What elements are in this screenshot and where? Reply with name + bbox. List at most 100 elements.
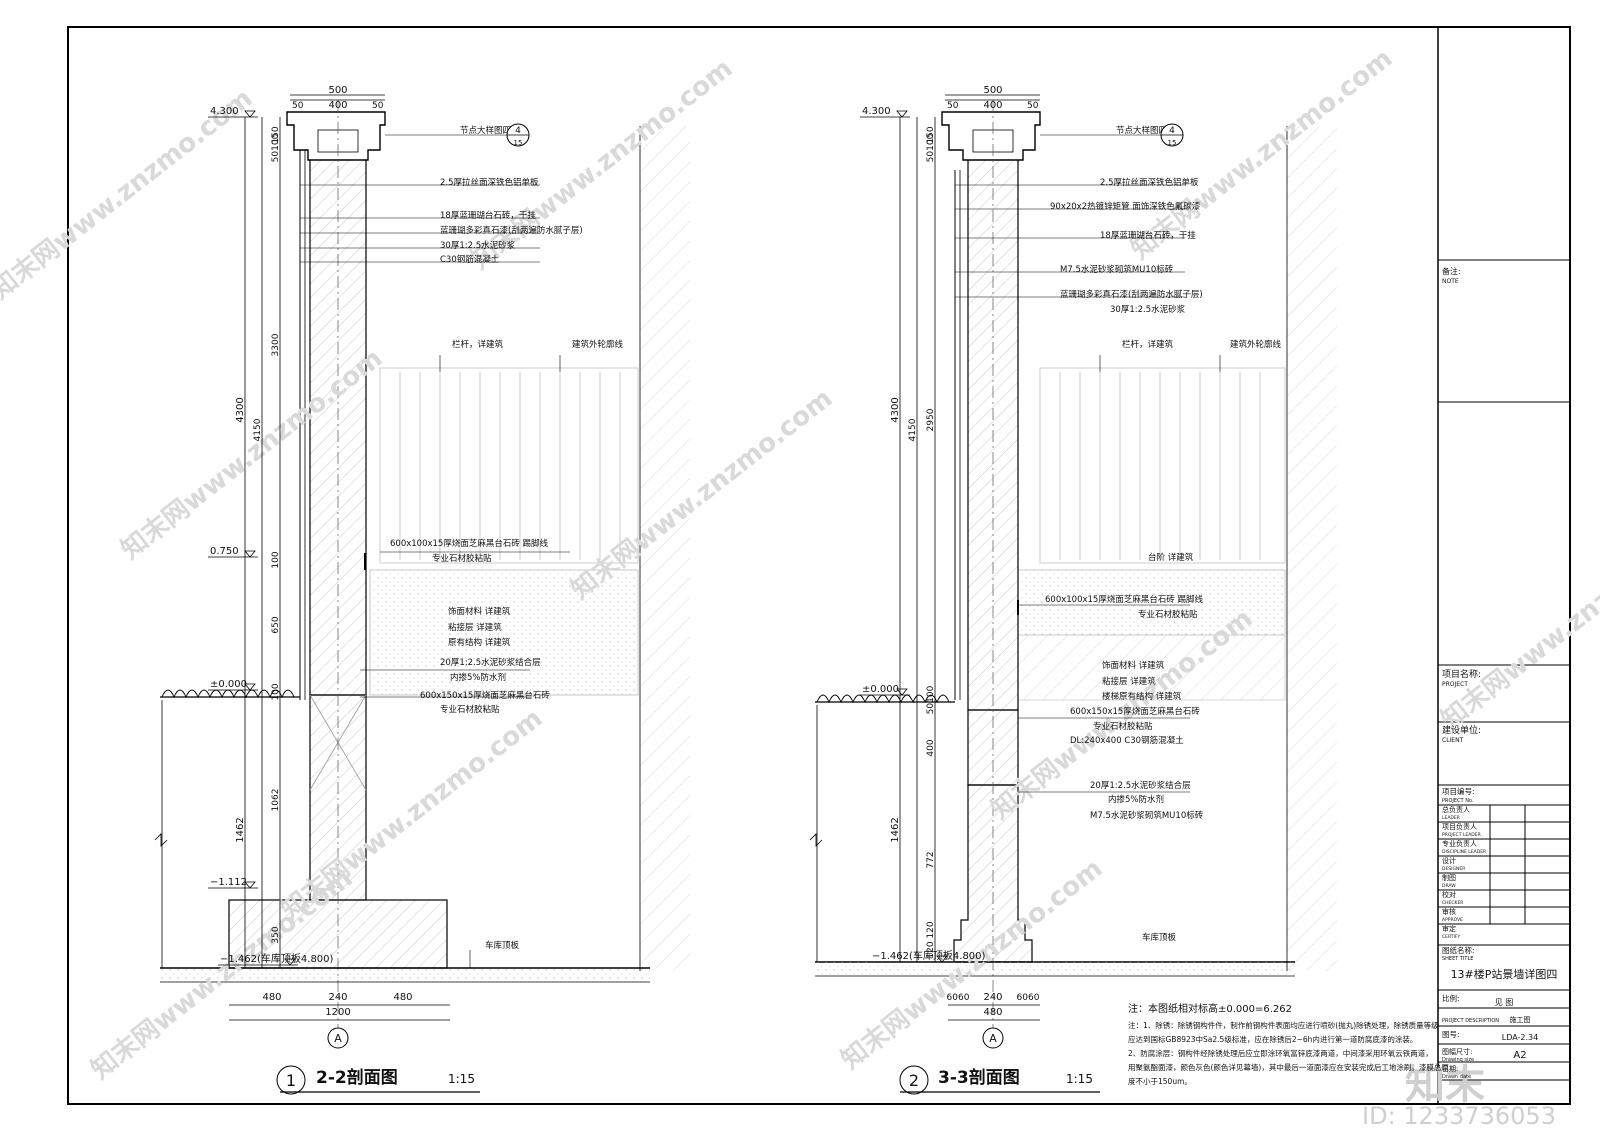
- tb-role: 审核: [1442, 907, 1456, 916]
- dim-text: 1462: [890, 817, 901, 842]
- annotation-text: 600x100x15厚烧面芝麻黑台石砖 踢脚线: [390, 538, 549, 549]
- section-title: 3-3剖面图: [938, 1067, 1020, 1088]
- annotation-text: 600x150x15厚烧面芝麻黑台石砖: [420, 690, 550, 701]
- annotation-text: 栏杆，详建筑: [452, 339, 504, 350]
- dim-text: 120: [926, 941, 936, 958]
- tb-role: 专业负责人: [1442, 839, 1477, 848]
- elevation-marker: [896, 688, 908, 696]
- title-index-circle: [899, 1065, 929, 1095]
- title-index-circle: [276, 1065, 306, 1095]
- tb-label: 备注:: [1442, 266, 1461, 276]
- title-index: 1: [286, 1071, 296, 1090]
- tb-role-en: DISCIPLINE LEADER: [1442, 849, 1486, 855]
- axis-bubble: [982, 1027, 1004, 1049]
- title-index: 2: [909, 1071, 919, 1090]
- dim-text: 4150: [253, 418, 263, 441]
- annotation-text: 蓝珊瑚多彩真石漆(刮两遍防水腻子层): [1060, 289, 1203, 300]
- dim-text: 650: [271, 616, 281, 633]
- sheet-border: [67, 26, 1571, 1105]
- tb-label-en: Drawing size: [1442, 1057, 1474, 1063]
- dim-text: 100: [271, 683, 281, 700]
- watermark-layer: 知末网www.znzmo.com知末网www.znzmo.com知末网www.z…: [0, 43, 1600, 1130]
- annotation-text: 车库顶板: [485, 940, 520, 951]
- dim-text: 50100: [926, 133, 936, 162]
- tb-value: A2: [1513, 1050, 1526, 1061]
- annotation-text: 内掺5%防水剂: [1108, 794, 1164, 805]
- annotation-text: 专业石材胶粘贴: [1093, 721, 1153, 732]
- dim-text: 240: [983, 992, 1002, 1003]
- tb-label-en: PROJECT No.: [1442, 798, 1474, 804]
- tb-role-en: APPROVE: [1442, 917, 1463, 923]
- dim-text: 4300: [235, 397, 246, 422]
- annotation-text: 台阶 详建筑: [1148, 552, 1194, 563]
- dim-text: 480: [393, 992, 412, 1003]
- tb-label: 建设单位:: [1442, 724, 1481, 736]
- dim-text: 50: [947, 101, 959, 111]
- annotation-text: 车库顶板: [1142, 932, 1177, 943]
- dim-text: 2950: [926, 408, 936, 431]
- tb-role-en: CERTIFY: [1442, 934, 1460, 940]
- dim-text: 100: [271, 551, 281, 568]
- tb-label-en: CLIENT: [1442, 737, 1464, 744]
- dim-text: 50100: [271, 133, 281, 162]
- dim-text: 1062: [271, 789, 281, 812]
- dim-text: 150: [271, 126, 281, 143]
- annotation-text: M7.5水泥砂浆砌筑MU10标砖: [1090, 810, 1204, 821]
- notes-line: 用聚氨酯面漆，颜色灰色(颜色详见幕墙)，其中最后一道面漆应在安装完成后工地涂刷。…: [1128, 1062, 1449, 1072]
- dim-text: 1462: [235, 817, 246, 842]
- section-scale: 1:15: [448, 1072, 475, 1086]
- annotation-text: 专业石材胶粘贴: [432, 553, 492, 564]
- elevation-label: −1.462(车库顶板4.800): [220, 952, 334, 965]
- dim-text: 6060: [947, 993, 970, 1003]
- tb-role-en: PROJECT LEADER: [1442, 832, 1481, 838]
- tb-label-en: PROJECT DESCRIPTION: [1442, 1018, 1499, 1024]
- dim-text: 772: [926, 851, 936, 868]
- dim-text: 4150: [908, 418, 918, 441]
- dim-text: 400: [983, 100, 1002, 111]
- annotation-text: 节点大样图四: [460, 125, 511, 136]
- annotation-text: 蓝珊瑚多彩真石漆(刮两遍防水腻子层): [440, 225, 583, 236]
- tb-role: 制图: [1442, 873, 1456, 882]
- elevation-label: ±0.000: [210, 679, 247, 690]
- annotation-text: 2.5厚拉丝面深铁色铝单板: [440, 177, 539, 188]
- dim-text: 500: [328, 85, 347, 96]
- annotation-text: 20厚1:2.5水泥砂浆结合层: [1090, 780, 1191, 791]
- tb-role: 项目负责人: [1442, 822, 1477, 831]
- elevation-marker: [244, 683, 256, 691]
- dim-text: 500: [983, 85, 1002, 96]
- elevation-label: 4.300: [862, 106, 891, 117]
- notes-line: 应达到国标GB8923中Sa2.5级标准，应在除锈后2~6h内进行第一道防腐底漆…: [1128, 1034, 1417, 1044]
- tb-value: 施工图: [1510, 1015, 1531, 1024]
- annotation-text: 18厚蓝珊瑚台石砖，干挂: [440, 210, 536, 221]
- dim-text: 400: [328, 100, 347, 111]
- axis-label: A: [334, 1032, 342, 1045]
- dim-text: 480: [262, 992, 281, 1003]
- notes-line: 2、防腐涂层：钢构件经除锈处理后应立即涂环氧富锌底漆两道，中间漆采用环氧云铁两道…: [1128, 1048, 1433, 1058]
- section-scale: 1:15: [1066, 1072, 1093, 1086]
- tb-label: 图号:: [1442, 1030, 1460, 1039]
- dim-text: 150: [926, 126, 936, 143]
- tb-label-en: SHEET TITLE: [1442, 956, 1473, 962]
- dim-text: 1200: [325, 1007, 350, 1018]
- annotation-text: 18厚蓝珊瑚台石砖，干挂: [1100, 230, 1196, 241]
- watermark-text: 知末网www.znzmo.com: [1436, 513, 1600, 735]
- axis-bubble: [327, 1027, 349, 1049]
- annotation-text: 建筑外轮廓线: [1230, 339, 1282, 350]
- annotation-text: 原有结构 详建筑: [448, 637, 511, 648]
- dim-text: 50: [372, 101, 384, 111]
- elevation-marker: [244, 550, 256, 558]
- annotation-text: 内掺5%防水剂: [450, 672, 506, 683]
- annotation-text: 专业石材胶粘贴: [440, 704, 500, 715]
- annotation-text: DL:240x400 C30钢筋混凝土: [1070, 735, 1184, 746]
- elevation-marker: [936, 955, 948, 963]
- tb-label: 图纸名称:: [1442, 945, 1475, 955]
- watermark-logo: 知末: [1405, 1062, 1485, 1108]
- annotation-text: 30厚1:2.5水泥砂浆: [440, 240, 516, 251]
- tb-label: 图幅尺寸:: [1442, 1047, 1472, 1056]
- annotation-text: C30钢筋混凝土: [440, 254, 500, 265]
- notes-head: 注：本图纸相对标高±0.000=6.262: [1128, 1002, 1292, 1015]
- watermark-id: ID: 1233736053: [1362, 1102, 1556, 1130]
- elevation-marker: [896, 110, 908, 118]
- notes-line: 度不小于150um。: [1128, 1076, 1192, 1086]
